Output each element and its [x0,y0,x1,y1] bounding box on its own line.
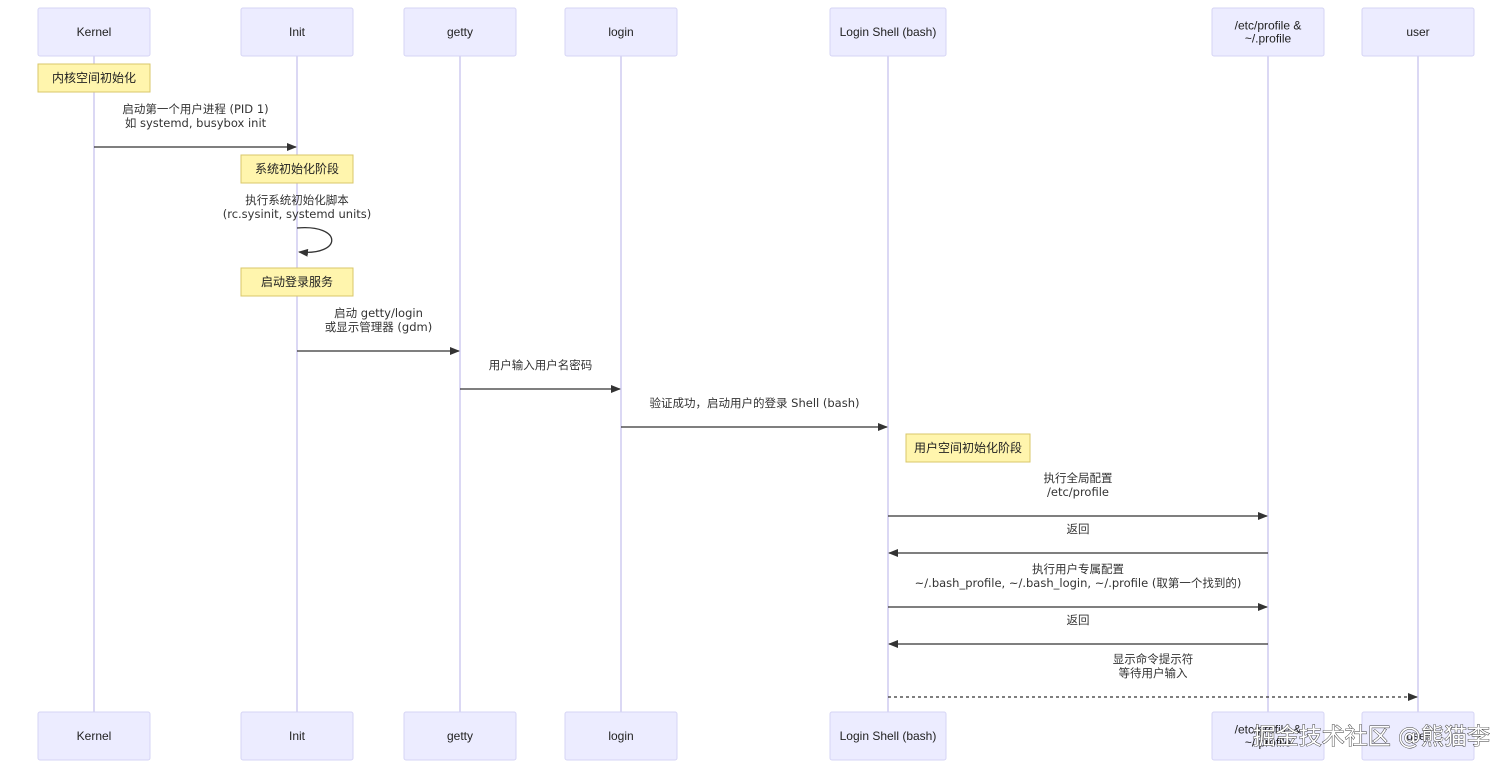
actor-label: Login Shell (bash) [840,25,937,39]
actor-box [829,7,947,57]
watermark-text: 掘金技术社区 @熊猫李 [1253,724,1490,750]
message-label: /etc/profile [1047,485,1109,499]
actor-label: /etc/profile & [1235,19,1302,33]
message-label: 验证成功，启动用户的登录 Shell (bash) [650,396,860,410]
actor-user-bottom: user [1361,711,1475,761]
actor-getty-bottom: getty [403,711,517,761]
message-label: 启动 getty/login [334,306,423,320]
msg-user-config: 执行用户专属配置~/.bash_profile, ~/.bash_login, … [888,562,1268,611]
actor-label: Kernel [77,729,112,743]
message-label: (rc.sysinit, systemd units) [223,207,372,221]
actor-label: getty [447,25,473,39]
note-text: 启动登录服务 [261,274,333,289]
msg-global-config: 执行全局配置/etc/profile [888,471,1268,520]
actor-init-top: Init [240,7,354,57]
message-label: 执行系统初始化脚本 [245,193,349,207]
note-text: 用户空间初始化阶段 [914,440,1022,455]
note-userspace-init: 用户空间初始化阶段 [905,433,1031,463]
message-label: 启动第一个用户进程 (PID 1) [122,102,268,116]
msg-return-2: 返回 [888,613,1268,648]
actor-box [829,711,947,761]
note-box [37,63,151,93]
message-label: 返回 [1067,522,1090,536]
actor-label: login [608,729,633,743]
actor-profile-bottom: /etc/profile &~/.profile [1211,711,1325,761]
actor-label: login [608,25,633,39]
actor-label: Init [289,25,306,39]
actor-box [1361,711,1475,761]
message-label: 显示命令提示符 [1113,652,1194,666]
message-label: 或显示管理器 (gdm) [325,320,432,334]
actor-box [240,711,354,761]
message-label: 等待用户输入 [1119,666,1188,680]
actor-box [403,7,517,57]
actor-box [37,711,151,761]
msg-return-1: 返回 [888,522,1268,557]
actor-login-top: login [564,7,678,57]
message-label: ~/.bash_profile, ~/.bash_login, ~/.profi… [915,576,1242,590]
self-message-arrow [296,227,333,257]
note-box [905,433,1031,463]
note-box [240,154,354,184]
actor-kernel-top: Kernel [37,7,151,57]
note-kernel-init: 内核空间初始化 [37,63,151,93]
actor-getty-top: getty [403,7,517,57]
message-label: 执行全局配置 [1044,471,1113,485]
actor-box [564,711,678,761]
actor-label: getty [447,729,473,743]
actor-label: Kernel [77,25,112,39]
note-text: 系统初始化阶段 [255,161,339,176]
actor-label: user [1406,729,1429,743]
actor-profile-top: /etc/profile &~/.profile [1211,7,1325,57]
actor-label: Init [289,729,306,743]
actor-label: user [1406,25,1429,39]
actor-label: ~/.profile [1245,736,1292,750]
note-system-init: 系统初始化阶段 [240,154,354,184]
actor-label: ~/.profile [1245,32,1292,46]
actor-label: /etc/profile & [1235,723,1302,737]
actor-box [1211,7,1325,57]
msg-start-pid1: 启动第一个用户进程 (PID 1)如 systemd, busybox init [94,102,297,151]
actor-init-bottom: Init [240,711,354,761]
actor-box [37,7,151,57]
msg-user-credentials: 用户输入用户名密码 [460,358,621,393]
actor-login-bottom: login [564,711,678,761]
actor-box [564,7,678,57]
actor-kernel-bottom: Kernel [37,711,151,761]
message-label: 用户输入用户名密码 [489,358,593,372]
note-box [240,267,354,297]
message-label: 如 systemd, busybox init [125,116,267,130]
actor-box [240,7,354,57]
message-label: 执行用户专属配置 [1032,562,1124,576]
actor-shell-bottom: Login Shell (bash) [829,711,947,761]
message-label: 返回 [1067,613,1090,627]
note-text: 内核空间初始化 [52,71,136,85]
actor-shell-top: Login Shell (bash) [829,7,947,57]
actor-box [1211,711,1325,761]
msg-start-shell: 验证成功，启动用户的登录 Shell (bash) [621,396,888,431]
actor-box [403,711,517,761]
note-login-service: 启动登录服务 [240,267,354,297]
actor-label: Login Shell (bash) [840,729,937,743]
msg-run-sysinit: 执行系统初始化脚本(rc.sysinit, systemd units) [223,193,372,257]
actor-user-top: user [1361,7,1475,57]
actor-box [1361,7,1475,57]
